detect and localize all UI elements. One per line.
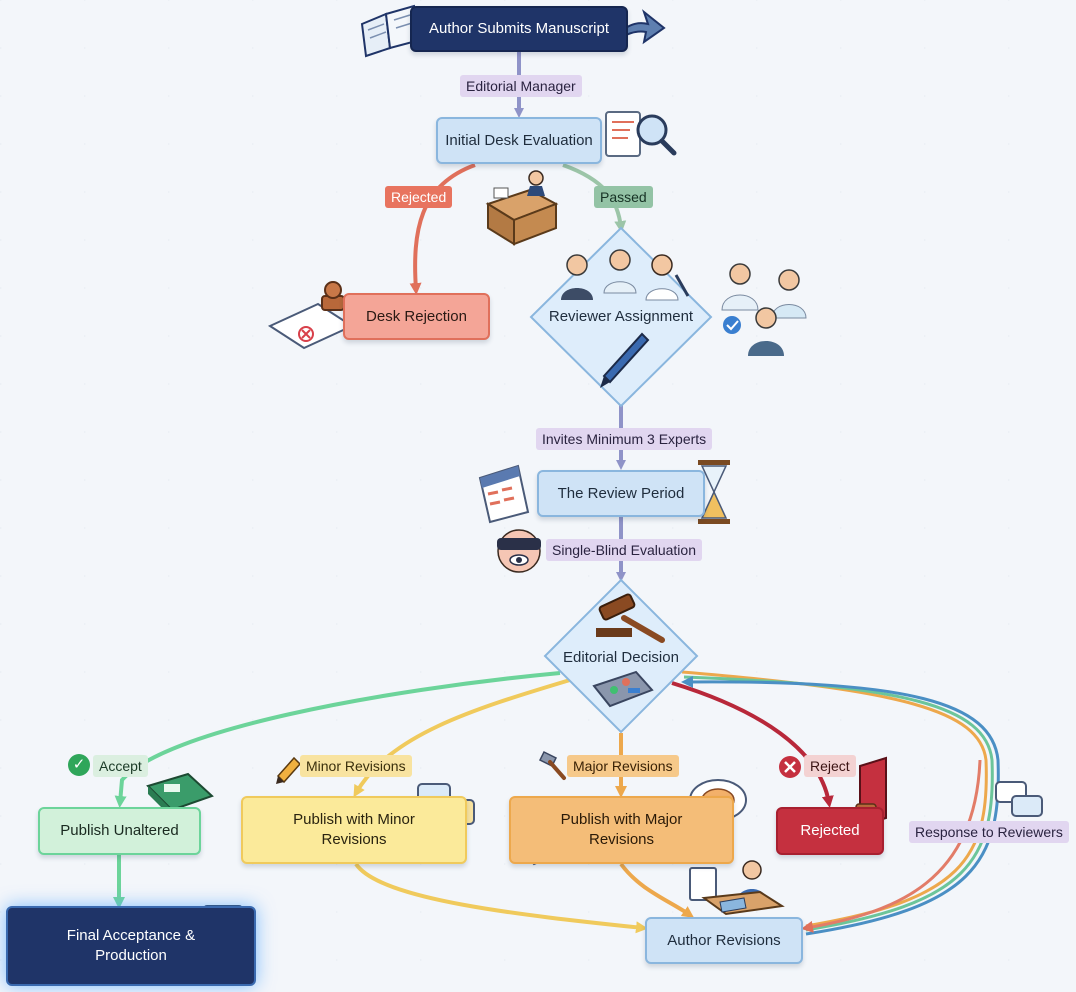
final-acceptance-label-line2: Production <box>95 947 167 964</box>
label-passed: Passed <box>594 186 653 208</box>
edge-desk-eval-to-rejection <box>409 163 476 295</box>
rejected-box[interactable]: Rejected <box>776 807 884 855</box>
editor-desk-icon <box>485 170 559 246</box>
green-book-icon <box>146 772 214 818</box>
label-major-revisions: Major Revisions <box>567 755 679 777</box>
publish-minor-label-line2: Revisions <box>321 831 387 848</box>
desk-evaluation-label: Initial Desk Evaluation <box>445 131 593 149</box>
final-acceptance-label-line1: Final Acceptance & <box>66 927 196 944</box>
desk-rejection-box[interactable]: Desk Rejection <box>343 293 490 340</box>
publish-minor-label-line1: Publish with Minor <box>293 811 415 828</box>
reviewer-avatars-icon <box>561 249 690 301</box>
pen-icon <box>600 332 650 388</box>
edge-return-to-author-revisions <box>801 759 982 933</box>
accept-check-icon: ✓ <box>68 754 90 776</box>
publish-major-label-line1: Publish with Major <box>560 811 683 828</box>
blindfold-eye-icon <box>497 529 541 573</box>
publish-unaltered-label: Publish Unaltered <box>60 822 179 839</box>
label-minor-revisions: Minor Revisions <box>300 755 412 777</box>
edge-feedback-loop-orange <box>681 670 988 928</box>
edge-feedback-loop-blue <box>681 675 1000 936</box>
reject-x-icon <box>779 756 801 778</box>
publish-major-box[interactable]: Publish with Major Revisions <box>509 796 734 864</box>
editorial-decision-diamond[interactable] <box>543 578 699 734</box>
hammer-icon <box>538 750 566 780</box>
author-submits-label: Author Submits Manuscript <box>428 20 610 37</box>
rejected-label: Rejected <box>800 822 860 839</box>
gavel-icon <box>596 593 665 643</box>
edge-minor-to-author-revisions <box>354 862 648 934</box>
label-single-blind: Single-Blind Evaluation <box>546 539 702 561</box>
label-reject: Reject <box>804 755 856 777</box>
control-panel-icon <box>592 670 654 708</box>
publish-minor-box[interactable]: Publish with Minor Revisions <box>241 796 467 864</box>
message-bubbles-icon <box>995 781 1043 817</box>
desk-evaluation-box[interactable]: Initial Desk Evaluation <box>436 117 602 164</box>
label-editorial-manager: Editorial Manager <box>460 75 582 97</box>
editorial-decision-label: Editorial Decision <box>563 649 679 666</box>
hourglass-icon <box>698 460 730 524</box>
label-accept: Accept <box>93 755 148 777</box>
edge-major-to-author-revisions <box>619 862 695 918</box>
label-invites: Invites Minimum 3 Experts <box>536 428 713 450</box>
label-response-to-reviewers: Response to Reviewers <box>909 821 1069 843</box>
reviewer-assignment-label: Reviewer Assignment <box>548 308 694 325</box>
author-revisions-label: Author Revisions <box>667 931 781 949</box>
expert-team-icon <box>721 263 807 356</box>
magnifier-document-icon <box>605 111 677 157</box>
pencil-icon <box>276 756 302 784</box>
edge-decision-to-rejected <box>671 681 834 808</box>
author-submits-box[interactable]: Author Submits Manuscript <box>410 6 628 52</box>
desk-rejection-label: Desk Rejection <box>366 307 467 325</box>
connectors <box>113 50 1000 936</box>
label-rejected: Rejected <box>385 186 453 208</box>
review-period-box[interactable]: The Review Period <box>537 470 705 517</box>
calendar-icon <box>478 464 530 524</box>
publish-unaltered-box[interactable]: Publish Unaltered <box>38 807 201 855</box>
final-acceptance-box[interactable]: Final Acceptance & Production <box>6 906 256 986</box>
review-period-label: The Review Period <box>557 484 685 502</box>
author-desk-icon <box>689 860 785 916</box>
edge-feedback-loop-green <box>683 675 994 932</box>
publish-major-label-line2: Revisions <box>588 831 655 848</box>
rejection-stamp-icon <box>267 281 355 350</box>
author-revisions-box[interactable]: Author Revisions <box>645 917 803 964</box>
